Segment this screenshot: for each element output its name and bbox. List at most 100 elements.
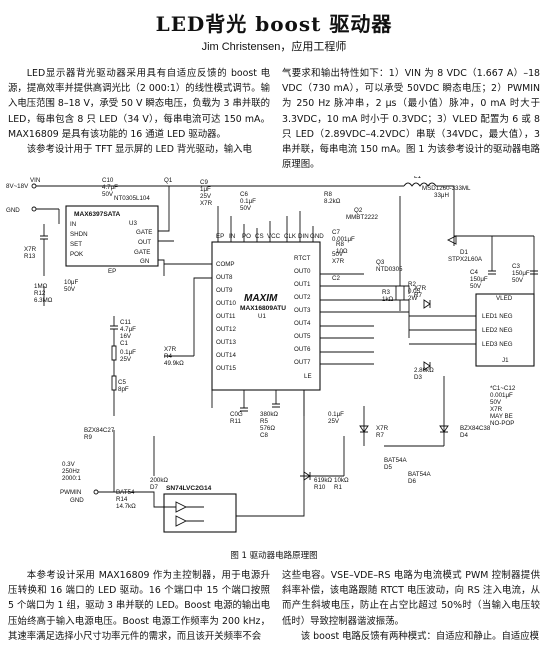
component-label: 50V xyxy=(102,191,114,198)
component-label: X7R xyxy=(24,246,37,253)
component-label: R14 xyxy=(116,496,128,503)
component-label: BAT54A xyxy=(408,471,431,478)
input-voltage-label: 8V~18V xyxy=(6,183,29,190)
figure-caption: 图 1 驱动器电路原理图 xyxy=(230,551,318,561)
component-label: R10 xyxy=(314,484,326,491)
u1-pin-left: COMP xyxy=(216,261,235,268)
component-label: R7 xyxy=(414,292,422,299)
input-section: 8V~18V VIN GND xyxy=(6,177,304,224)
inductor-path xyxy=(304,182,535,271)
component-label: R3 xyxy=(382,289,390,296)
u1-pin-left: OUT9 xyxy=(216,287,233,294)
u1-pin-top: DIN xyxy=(298,233,309,240)
component-label: C7 xyxy=(332,229,340,236)
component-label: 8.2kΩ xyxy=(324,198,341,205)
component-label: BAT54 xyxy=(116,489,135,496)
u1-right-wires xyxy=(320,273,410,365)
component-label: 50V xyxy=(64,286,76,293)
u3-pin: SET xyxy=(70,241,82,248)
u1-left-wires xyxy=(164,263,212,357)
component-label: 10μF xyxy=(64,279,78,286)
component-label: Q3 xyxy=(376,259,385,266)
paragraph: 该 boost 电路反馈有两种模式：自适应和静止。自适应模 xyxy=(300,630,539,642)
j1-body xyxy=(475,293,535,367)
u2-name: SN74LVC2G14 xyxy=(166,485,212,492)
component-label: 200kΩ xyxy=(150,477,168,484)
u1-pin-top: IN xyxy=(229,233,235,240)
led-connector: VLED LED1 NEG LED2 NEG LED3 NEG J1 X7R R… xyxy=(409,271,535,381)
component-label: C5 xyxy=(118,379,126,386)
component-label: 50V xyxy=(332,251,344,258)
component-label: X7R xyxy=(376,425,389,432)
u1-pin-top: GND xyxy=(310,233,324,240)
component-label: BAT54A xyxy=(384,457,407,464)
c11-symbol xyxy=(40,224,48,306)
component-label: X7R xyxy=(332,258,345,265)
paragraph: 气要求和输出特性如下：1）VIN 为 8 VDC（1.667 A）–18 VDC… xyxy=(282,68,540,171)
component-label: X7R xyxy=(164,346,177,353)
note-line: X7R xyxy=(490,406,503,413)
component-label: R12 xyxy=(34,290,46,297)
u2-output-wire xyxy=(236,390,305,517)
led-label: LED2 NEG xyxy=(482,327,513,334)
component-label: R4 xyxy=(164,353,172,360)
note-line: *C1~C12 xyxy=(490,385,516,392)
u3-wires xyxy=(158,186,174,276)
vin-terminal xyxy=(31,183,37,189)
u3-ref: U3 xyxy=(129,220,137,227)
note-line: NO-POP xyxy=(490,420,514,427)
component-label: X7R xyxy=(200,200,213,207)
passives-left: C10 4.7μF 50V C9 1μF 25V X7R Q1 10μF 50V… xyxy=(24,177,213,306)
component-label: D1 xyxy=(460,249,468,256)
component-label: D7 xyxy=(150,484,158,491)
chip-u1: EP IN PO CS VCC CLK DIN GND COMP OUT8 OU… xyxy=(164,206,410,391)
u3-body xyxy=(65,205,159,267)
pwm-section: 0.3V 250Hz 2000:1 PWMIN GND SN74LVC2G14 xyxy=(60,390,305,533)
u1-pin-left: OUT13 xyxy=(216,339,237,346)
component-label: D6 xyxy=(408,478,416,485)
diode-d1 xyxy=(446,235,457,245)
component-label: 0.1μF xyxy=(240,198,256,205)
note-line: 50V xyxy=(490,399,502,406)
pwm-gnd-label: GND xyxy=(70,497,84,504)
pwm-note: 250Hz xyxy=(62,468,80,475)
output-caps xyxy=(488,270,538,275)
u1-pin-right: OUT3 xyxy=(294,307,311,314)
vin-label: VIN xyxy=(30,177,40,184)
component-label: C10 xyxy=(102,177,114,184)
u1-logo: MAXIM xyxy=(244,293,278,304)
component-label: Q2 xyxy=(354,207,363,214)
u1-body xyxy=(211,241,321,391)
u1-pin-top: CLK xyxy=(284,233,297,240)
u3-pin: IN xyxy=(70,221,76,228)
u1-pin-top: CS xyxy=(255,233,264,240)
component-label: 1μF xyxy=(200,186,211,193)
gnd-label: GND xyxy=(6,207,20,214)
component-label: 2W xyxy=(408,295,417,302)
component-label: D3 xyxy=(414,374,422,381)
component-label: 25V xyxy=(200,193,212,200)
component-label: MMBT2222 xyxy=(346,214,379,221)
component-label: 1kΩ xyxy=(382,296,394,303)
component-label: R9 xyxy=(84,434,92,441)
lower-passives: C0G R11 380kΩ R5 576Ω C8 0.1μF 25V X7R R… xyxy=(84,376,491,510)
u3-pin: GATE xyxy=(134,249,150,256)
component-label: 6.3MΩ xyxy=(34,297,53,304)
paragraph: 该参考设计用于 TFT 显示屏的 LED 背光驱动，输入电 xyxy=(26,144,252,156)
u1-pin-right: OUT0 xyxy=(294,268,311,275)
led-label: VLED xyxy=(496,295,513,302)
lower-wires xyxy=(211,376,445,477)
component-label: 150μF xyxy=(512,270,530,277)
u3-topmark: NT0305L104 xyxy=(114,195,150,202)
pwm-note: 2000:1 xyxy=(62,475,81,482)
compensation-network: C11 4.7μF 16V C1 0.1μF 25V X7R R4 49.9kΩ… xyxy=(110,316,184,416)
component-label: R13 xyxy=(24,253,36,260)
component-label: Q1 xyxy=(164,177,173,184)
component-label: R7 xyxy=(376,432,384,439)
component-label: 50V xyxy=(512,277,524,284)
component-label: C1 xyxy=(120,340,128,347)
u1-ref: U1 xyxy=(258,313,266,320)
component-label: R11 xyxy=(230,418,241,425)
component-label: C9 xyxy=(200,179,208,186)
component-label: 49.9kΩ xyxy=(164,360,184,367)
